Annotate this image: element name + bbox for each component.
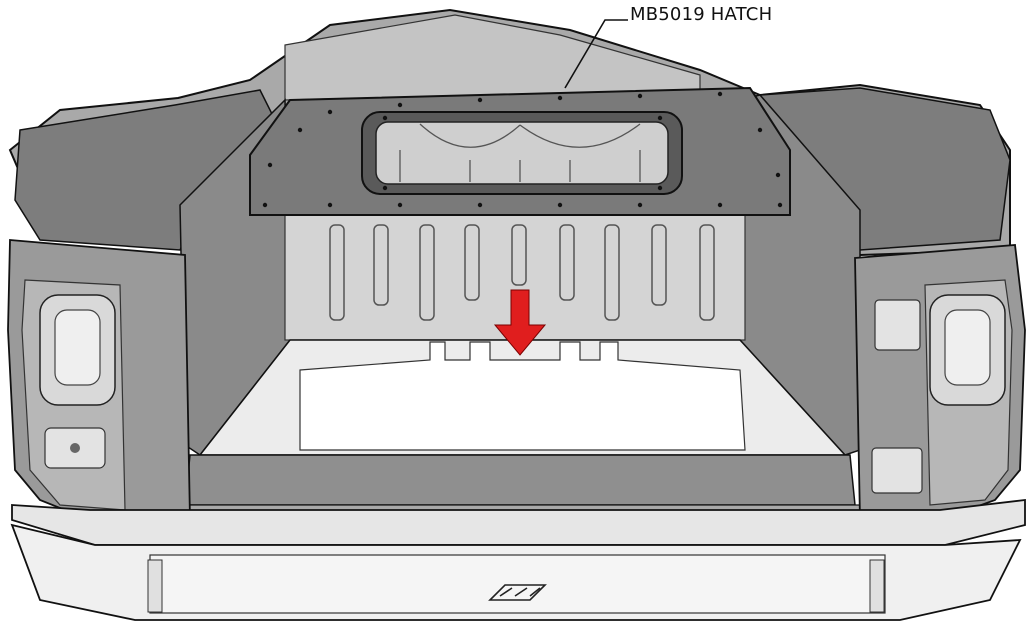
hatch-opening [375, 121, 669, 185]
bumper-left-tab [147, 559, 163, 613]
floor-opening [299, 341, 746, 451]
hatch-callout-label: MB5019 HATCH [630, 4, 773, 25]
right-upper-plate [874, 299, 921, 351]
callout-leader-line [564, 19, 628, 89]
left-taillight-bracket-inner [54, 309, 101, 386]
right-taillight-bracket-inner [944, 309, 991, 386]
front-wall-ribs [329, 224, 715, 321]
right-lower-plate [871, 447, 923, 494]
bed-lip [184, 454, 856, 506]
bumper-center-panel [149, 554, 886, 614]
left-plug-socket [70, 443, 80, 453]
arrow-down-icon [493, 289, 547, 356]
bumper-logo [488, 584, 547, 601]
rear-bumper-top [11, 498, 1026, 546]
bumper-right-tab [869, 559, 885, 613]
hatch-bolts [262, 91, 783, 208]
hatch-opening-detail [399, 123, 641, 182]
